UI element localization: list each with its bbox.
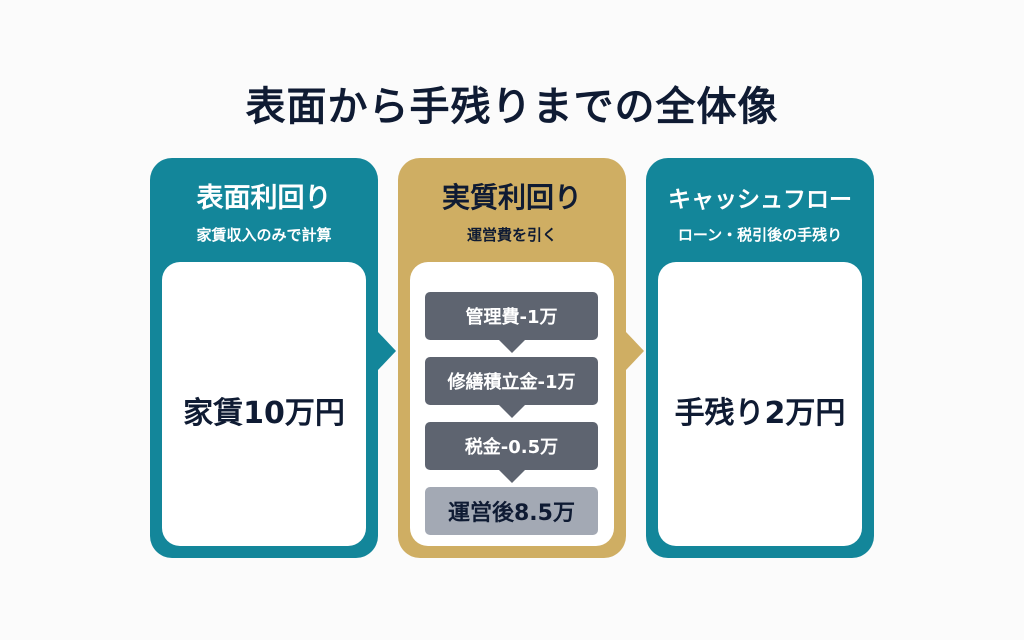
card-panel: 手残り2万円 [658, 262, 862, 546]
card-subtitle: ローン・税引後の手残り [677, 226, 843, 244]
arrow-right-icon [626, 332, 644, 370]
chevron-down-icon [498, 340, 525, 353]
step-label: 運営後8.5万 [448, 501, 575, 526]
chevron-down-icon [498, 405, 525, 418]
card-title: 実質利回り [441, 181, 582, 214]
step-repair-reserve: 修繕積立金-1万 [425, 357, 598, 418]
chevron-down-icon [498, 470, 525, 483]
step-label: 修繕積立金-1万 [447, 372, 576, 393]
step-label: 管理費-1万 [465, 307, 558, 328]
card-title: キャッシュフロー [668, 187, 852, 213]
card-title: 表面利回り [196, 183, 332, 214]
card-panel: 家賃10万円 [162, 262, 366, 546]
step-label: 税金-0.5万 [464, 437, 559, 458]
step-after-operation: 運営後8.5万 [425, 487, 598, 535]
diagram-title: 表面から手残りまでの全体像 [245, 84, 779, 130]
step-tax: 税金-0.5万 [425, 422, 598, 483]
step-management-fee: 管理費-1万 [425, 292, 598, 353]
card-subtitle: 運営費を引く [466, 226, 557, 244]
rent-value: 家賃10万円 [183, 396, 345, 431]
card-surface-yield: 表面利回り 家賃収入のみで計算 家賃10万円 [150, 158, 378, 558]
card-real-yield: 実質利回り 運営費を引く 管理費-1万 修繕積立金-1万 税金-0.5万 運営後… [398, 158, 626, 558]
card-cash-flow: キャッシュフロー ローン・税引後の手残り 手残り2万円 [646, 158, 874, 558]
card-panel: 管理費-1万 修繕積立金-1万 税金-0.5万 運営後8.5万 [410, 262, 614, 546]
card-subtitle: 家賃収入のみで計算 [196, 226, 332, 244]
arrow-right-icon [378, 332, 396, 370]
take-home-value: 手残り2万円 [674, 396, 846, 431]
